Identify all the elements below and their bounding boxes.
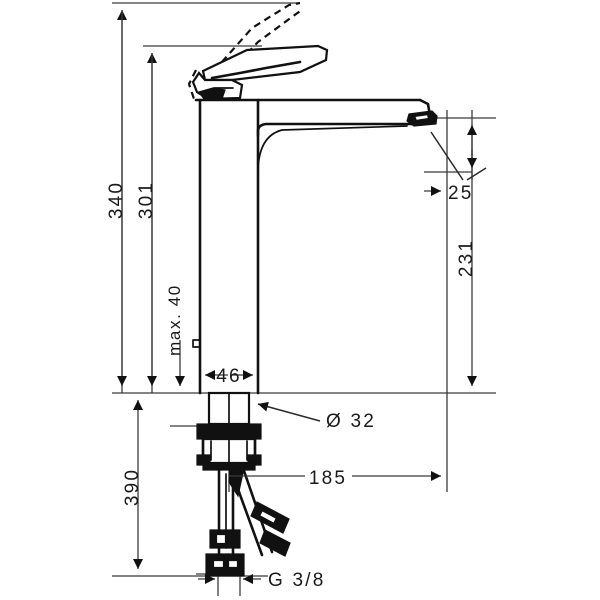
aerator-face [412,112,431,123]
mounting-assembly [196,423,262,471]
ghost-lever-pivot-arc [187,69,197,100]
dim-390-label: 390 [122,468,143,506]
hose-fitting-rear-body [259,529,291,557]
dim-max40-label: max. 40 [165,284,184,356]
dim-25-label: 25 [448,183,474,204]
hose-fittings [205,501,291,577]
threaded-shank [207,391,251,426]
dimension-g38: G 3/8 [198,570,325,591]
body-side-nipple [192,339,201,348]
lever-handle [191,44,329,101]
dim-g38-label: G 3/8 [268,570,325,591]
dim-25-leader-left [430,131,464,181]
hose-fitting-rear-face [257,508,279,526]
dim-46-label: 46 [216,366,242,387]
hose-fitting-front-face [214,532,228,546]
dimension-46: 46 [205,366,253,387]
dim-185-label: 185 [309,468,347,489]
dimension-185: 185 [229,468,441,489]
dimension-max-40: max. 40 [165,284,185,386]
dimension-390: 390 [122,400,143,569]
dimension-340: 340 [106,10,127,393]
dimension-231: 231 [456,125,477,386]
hose-fitting-front-flats [211,558,240,570]
lever-handle-shadow [198,87,226,100]
lever-raised-ghost [187,1,303,100]
dim-25-leader-right [466,167,487,181]
faucet-geometry [187,1,438,577]
hose-fitting-front [205,529,245,577]
lever-handle-crease [210,60,302,80]
dim-301-label: 301 [136,181,157,219]
dim-340-label: 340 [106,181,127,219]
mounting-washer [196,423,262,440]
hose-fitting-rear [250,501,291,557]
mixer-body [194,98,422,395]
hose-right-collar [228,467,245,498]
dimension-dia-32: Ø 32 [257,401,376,432]
mounting-nut-base-plate [202,462,256,471]
body-side-nipple-shape [192,339,201,348]
spout-inner-underside [256,122,414,137]
ghost-lever-lower-edge [213,9,303,89]
spout-inner-fillet [257,125,408,171]
dim-231-label: 231 [456,239,477,277]
dim-dia32-leader [257,401,321,422]
mounting-nut-inner-ribs [210,440,248,461]
aerator [406,110,438,127]
lever-handle-top-plate [201,44,329,82]
spout [256,98,432,171]
dimension-301: 301 [136,53,157,393]
dimension-25: 25 [424,131,487,204]
dim-dia32-label: Ø 32 [326,411,376,432]
